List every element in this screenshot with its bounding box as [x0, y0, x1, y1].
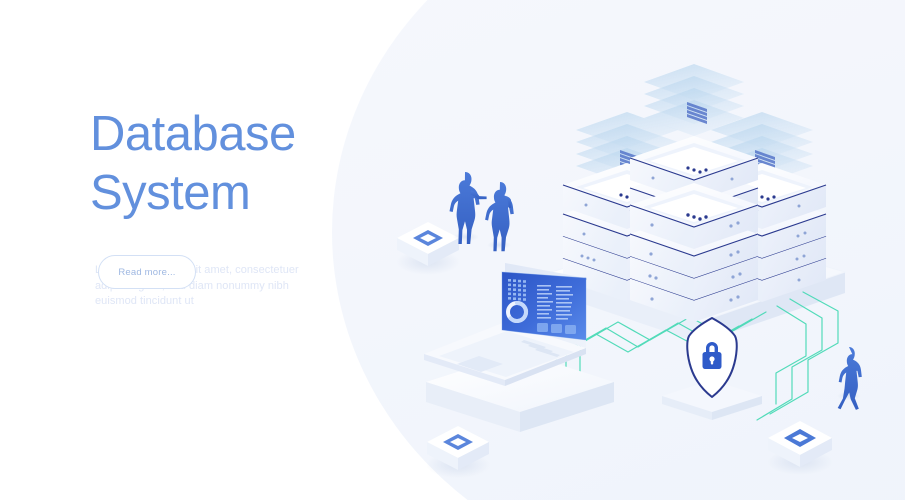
- server-cluster-hotspot[interactable]: [640, 160, 760, 330]
- hero-copy-block: Database System Lorem ipsum dolor sit am…: [90, 105, 330, 310]
- node-tile-lower-left[interactable]: [426, 426, 490, 478]
- security-shield-hotspot[interactable]: [686, 314, 740, 400]
- person-standing-right[interactable]: [485, 182, 514, 252]
- read-more-button[interactable]: Read more...: [98, 255, 196, 289]
- background-arc: [332, 0, 905, 500]
- node-tile-upper-left[interactable]: [396, 222, 460, 275]
- laptop-screen-hotspot[interactable]: [498, 262, 590, 344]
- page-title: Database System: [90, 107, 296, 220]
- person-walking[interactable]: [837, 347, 862, 410]
- node-tile-lower-right[interactable]: [767, 421, 833, 475]
- person-standing-left[interactable]: [449, 172, 487, 244]
- data-stream-center: [644, 64, 744, 136]
